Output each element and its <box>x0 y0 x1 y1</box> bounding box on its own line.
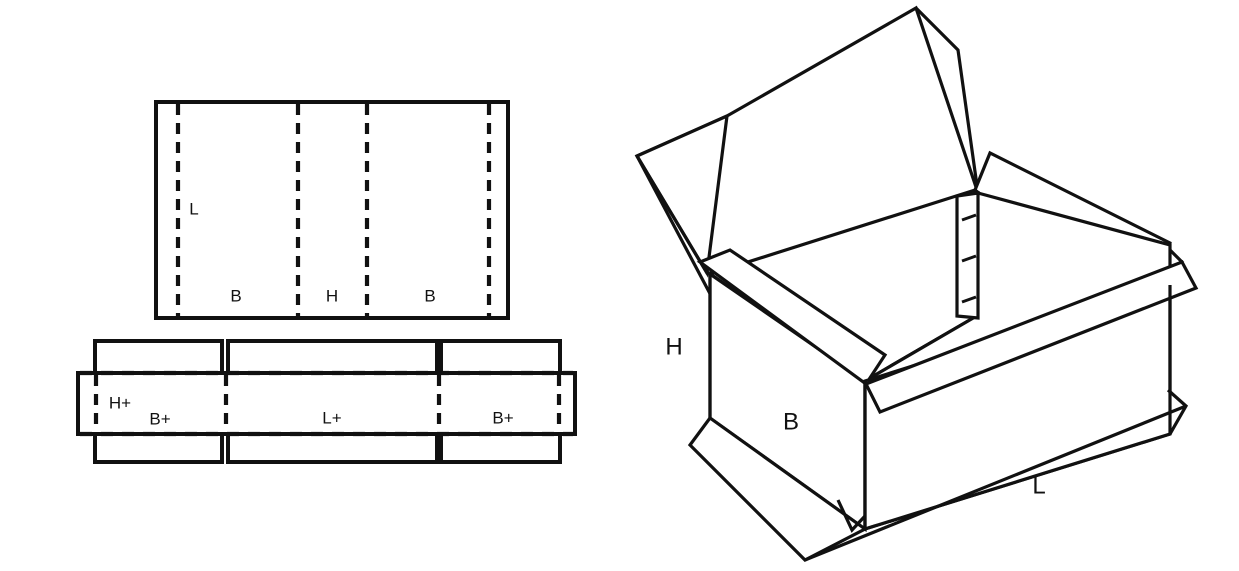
box-3d-group: H B L <box>634 5 1199 562</box>
front-right-bottom-flap <box>864 388 1189 531</box>
bottom-front-edge <box>804 404 1187 562</box>
front-right-top-rim <box>863 259 1199 415</box>
label-breadth-plus-left: B+ <box>149 409 170 428</box>
top-dieline-group: L B H B <box>154 100 510 320</box>
body-blank-outline <box>154 100 510 320</box>
front-left-top-rim <box>696 248 888 387</box>
label-breadth-blank-right: B <box>424 286 435 305</box>
label-breadth-blank-left: B <box>230 286 241 305</box>
label-breadth-plus-right: B+ <box>492 408 513 427</box>
flap-blank-center-band <box>76 371 577 436</box>
label-height-plus: H+ <box>109 393 131 412</box>
label-length-plus: L+ <box>322 408 341 427</box>
label-3d-length: L <box>1032 472 1045 499</box>
lid-right-edge <box>914 6 980 194</box>
back-corner-seam <box>955 191 980 320</box>
bottom-dieline-group: H+ B+ L+ B+ <box>76 339 577 464</box>
perforation-mark-2 <box>961 254 977 263</box>
front-left-corner-tuck <box>836 499 867 533</box>
perforation-mark-3 <box>961 295 977 304</box>
label-length-blank: L <box>189 199 198 218</box>
label-3d-breadth: B <box>783 408 799 435</box>
label-height-blank: H <box>326 286 338 305</box>
label-3d-height: H <box>665 333 682 360</box>
perforation-mark-1 <box>961 213 977 222</box>
